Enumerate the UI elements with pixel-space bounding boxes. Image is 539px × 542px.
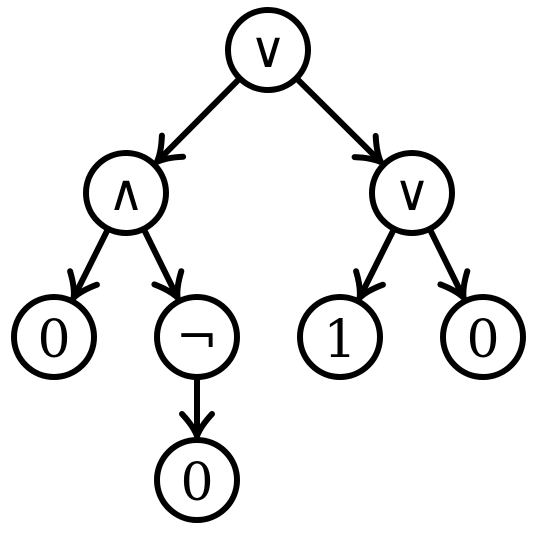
arrowhead (353, 268, 386, 301)
edge-line (154, 75, 243, 165)
edge-line (70, 225, 112, 301)
node-leaf-zero-bottom: 0 (154, 437, 240, 523)
edge-line (140, 225, 181, 301)
edge-or-to-leaf-b (353, 225, 398, 301)
edge-and-to-leaf-a (67, 225, 112, 301)
edge-line (356, 225, 398, 301)
node-leaf-zero-left-label: 0 (37, 310, 70, 370)
arrowhead (154, 132, 187, 165)
node-leaf-one: 1 (297, 294, 383, 380)
node-leaf-zero-right-label: 0 (466, 310, 499, 370)
node-right-or: ∨ (369, 150, 455, 236)
node-not: ¬ (154, 294, 240, 380)
edge-not-to-leaf-d (179, 374, 215, 439)
edge-root-to-or (293, 75, 384, 165)
edge-or-to-leaf-c (426, 225, 471, 301)
arrowhead (437, 268, 471, 301)
tree-edges (67, 75, 471, 439)
node-root-or: ∨ (225, 7, 311, 93)
edge-root-to-and (154, 75, 243, 165)
tree-nodes: ∨ ∧ ∨ 0 ¬ 1 0 0 (11, 7, 526, 523)
arrowhead (179, 411, 215, 439)
node-leaf-one-label: 1 (323, 310, 356, 370)
edge-and-to-not (140, 225, 185, 301)
node-not-label: ¬ (176, 308, 218, 366)
node-and: ∧ (83, 150, 169, 236)
node-leaf-zero-bottom-label: 0 (180, 453, 213, 513)
node-right-or-label: ∨ (394, 164, 431, 222)
edge-line (426, 225, 467, 301)
edge-line (293, 75, 384, 165)
node-root-label: ∨ (250, 21, 287, 79)
arrowhead (67, 268, 100, 301)
arrowhead (351, 132, 384, 165)
node-and-label: ∧ (108, 164, 145, 222)
node-leaf-zero-right: 0 (440, 294, 526, 380)
arrowhead (151, 268, 185, 301)
node-leaf-zero-left: 0 (11, 294, 97, 380)
